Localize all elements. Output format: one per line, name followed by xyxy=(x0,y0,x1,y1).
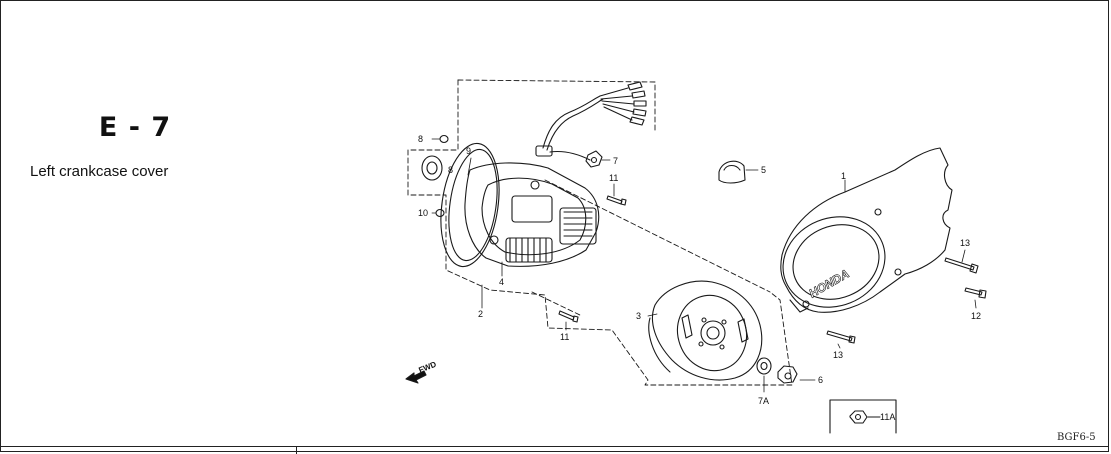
callout-2: 2 xyxy=(478,309,483,319)
stator-group-outline xyxy=(407,79,793,386)
screw-lower xyxy=(558,310,579,323)
bottom-divider-tick xyxy=(296,446,297,454)
nut-inset xyxy=(829,399,897,434)
wire-clamp xyxy=(718,160,746,184)
fwd-label: FWD xyxy=(417,360,437,375)
bolt-right xyxy=(964,287,987,299)
callout-12: 12 xyxy=(971,311,981,321)
callout-7: 6 xyxy=(818,375,823,385)
callout-10-lower: 10 xyxy=(418,208,428,218)
washer xyxy=(756,357,772,375)
callout-10-upper: 8 xyxy=(418,134,423,144)
cover-gasket xyxy=(440,142,500,268)
bolt-upper-right xyxy=(944,257,979,274)
ignition-coil xyxy=(505,195,597,263)
callout-1: 1 xyxy=(841,171,846,181)
callout-7a: 7A xyxy=(758,396,769,406)
screw-upper xyxy=(606,195,627,206)
bottom-rule xyxy=(0,446,1109,447)
left-crankcase-cover xyxy=(780,147,953,313)
callout-8: 8 xyxy=(448,165,453,175)
callout-9: 9 xyxy=(466,146,471,156)
callout-6: 7 xyxy=(613,156,618,166)
flywheel-rotor xyxy=(648,280,763,381)
callout-11a: 11A xyxy=(880,412,895,422)
callout-labels: 8 9 8 10 7 11 5 1 13 12 13 4 2 3 11 6 7A… xyxy=(417,134,981,422)
section-code: E - 7 xyxy=(98,112,172,143)
wire-harness xyxy=(535,81,647,161)
callout-13-upper: 13 xyxy=(960,238,970,248)
callout-11-lower: 11 xyxy=(560,332,569,342)
callout-3: 3 xyxy=(636,311,641,321)
bolt-lower xyxy=(826,330,856,344)
callout-4: 4 xyxy=(499,277,504,287)
brand-mark: HONDA xyxy=(807,266,852,300)
oil-seal xyxy=(421,155,443,181)
callout-5: 5 xyxy=(761,165,766,175)
stator-assembly xyxy=(464,162,600,267)
fwd-arrow-icon xyxy=(405,370,427,384)
flange-nut xyxy=(777,365,798,384)
section-title: Left crankcase cover xyxy=(30,163,169,180)
leader-lines xyxy=(431,138,977,393)
callout-13-lower: 13 xyxy=(833,350,843,360)
grommet xyxy=(585,150,603,168)
callout-11-upper: 11 xyxy=(609,173,618,183)
figure-code: BGF6-5 xyxy=(1057,432,1096,443)
